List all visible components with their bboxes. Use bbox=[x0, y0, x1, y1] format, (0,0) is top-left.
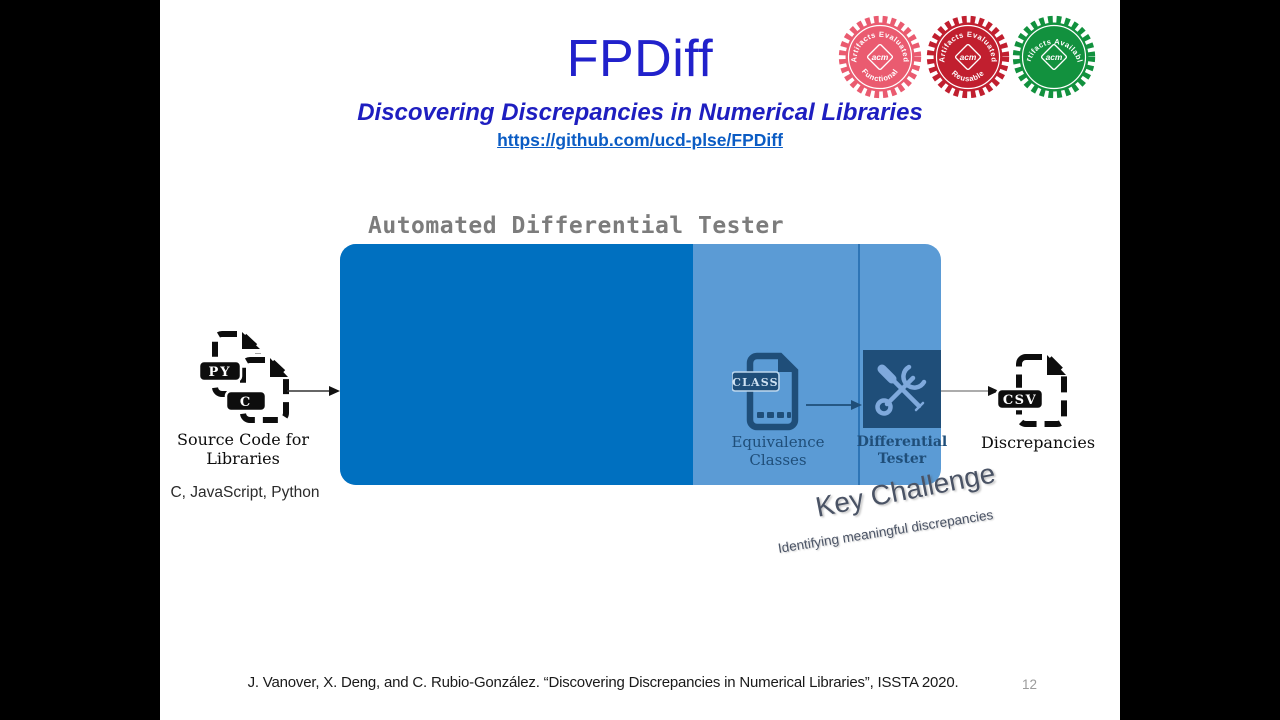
source-languages-label: C, JavaScript, Python bbox=[170, 484, 320, 501]
badge-acm-text: acm bbox=[960, 52, 977, 62]
key-challenge-subtitle: Identifying meaningful discrepancies bbox=[776, 507, 995, 556]
differential-tester-box bbox=[863, 350, 941, 428]
acm-badge-artifacts-evaluated-functional-icon: Artifacts Evaluated Functional acm bbox=[838, 15, 922, 99]
tools-icon bbox=[875, 364, 927, 416]
diagram-heading: Automated Differential Tester bbox=[368, 213, 785, 239]
badge-acm-text: acm bbox=[872, 52, 889, 62]
acm-badge-artifacts-evaluated-reusable-icon: Artifacts Evaluated Reusable acm bbox=[926, 15, 1010, 99]
badge-bottom-text: Reusable bbox=[950, 68, 986, 83]
acm-badge-artifacts-available-icon: Artifacts Available acm bbox=[1009, 8, 1096, 99]
repo-url-row: https://github.com/ucd-plse/FPDiff bbox=[160, 130, 1120, 151]
class-badge-label: CLASS bbox=[732, 376, 779, 389]
pipeline-box bbox=[340, 244, 941, 485]
flow-arrow-to-output-icon bbox=[941, 386, 999, 396]
svg-text:Functional: Functional bbox=[860, 67, 900, 83]
footer-citation: J. Vanover, X. Deng, and C. Rubio-Gonzál… bbox=[247, 674, 959, 691]
csv-badge-label: CSV bbox=[1003, 393, 1037, 408]
source-files-py-c-icon: PY C bbox=[198, 331, 293, 427]
differential-tester-label: Differential Tester bbox=[856, 434, 948, 467]
py-badge-label: PY bbox=[208, 365, 231, 380]
discrepancies-label: Discrepancies bbox=[980, 433, 1096, 452]
repo-url-link[interactable]: https://github.com/ucd-plse/FPDiff bbox=[497, 130, 783, 150]
pipeline-hidden-stage bbox=[340, 244, 693, 485]
flow-arrow-to-tester-icon bbox=[806, 400, 862, 410]
source-code-label: Source Code for Libraries bbox=[177, 430, 309, 468]
pipeline-stage-divider bbox=[858, 244, 860, 485]
c-badge-label: C bbox=[240, 395, 252, 410]
slide-subtitle: Discovering Discrepancies in Numerical L… bbox=[357, 99, 923, 126]
csv-file-icon: CSV bbox=[996, 354, 1067, 427]
equivalence-classes-label: Equivalence Classes bbox=[731, 433, 825, 469]
slide-title: FPDiff bbox=[566, 30, 714, 88]
svg-text:Reusable: Reusable bbox=[950, 68, 986, 83]
presentation-slide: FPDiff Discovering Discrepancies in Nume… bbox=[160, 0, 1120, 720]
badge-bottom-text: Functional bbox=[860, 67, 899, 83]
equivalence-classes-file-icon: CLASS bbox=[732, 352, 799, 431]
page-number: 12 bbox=[1022, 677, 1038, 692]
badge-acm-text: acm bbox=[1046, 52, 1063, 62]
flow-arrow-source-to-box-icon bbox=[287, 386, 340, 396]
